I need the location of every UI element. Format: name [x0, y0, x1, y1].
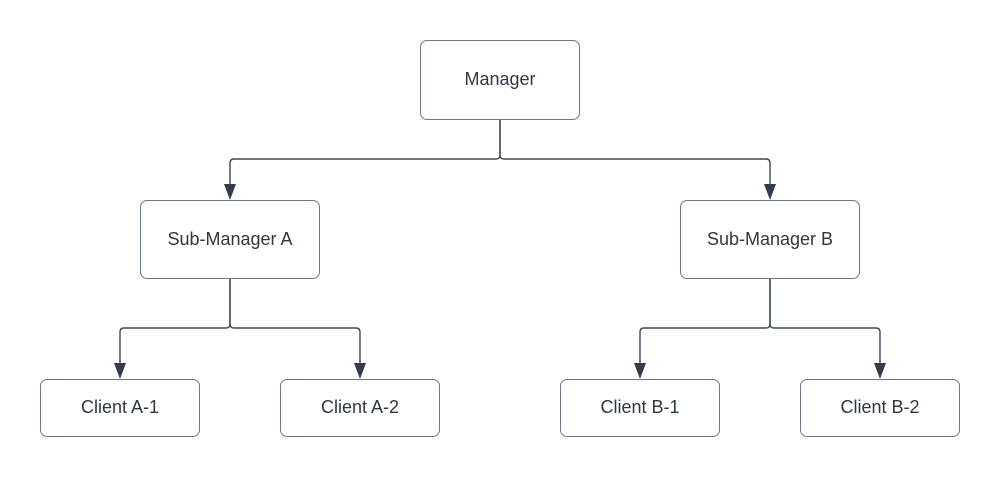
node-label-client-b-1: Client B-1 [600, 397, 680, 418]
edge-sub-manager-b-to-client-b-1 [634, 279, 771, 379]
node-sub-manager-a: Sub-Manager A [140, 200, 320, 279]
node-label-client-a-1: Client A-1 [80, 397, 160, 418]
edge-manager-to-sub-manager-a [224, 120, 501, 200]
node-client-b-2: Client B-2 [800, 379, 960, 437]
edge-sub-manager-a-to-client-a-2 [229, 279, 366, 379]
node-manager: Manager [420, 40, 580, 120]
node-label-client-a-2: Client A-2 [320, 397, 400, 418]
node-label-client-b-2: Client B-2 [840, 397, 920, 418]
edge-sub-manager-b-to-client-b-2 [769, 279, 886, 379]
node-client-a-1: Client A-1 [40, 379, 200, 437]
edge-sub-manager-a-to-client-a-1 [114, 279, 231, 379]
node-label-manager: Manager [464, 69, 536, 90]
node-label-sub-manager-a: Sub-Manager A [167, 228, 293, 249]
node-client-a-2: Client A-2 [280, 379, 440, 437]
node-sub-manager-b: Sub-Manager B [680, 200, 860, 279]
edge-manager-to-sub-manager-b [499, 120, 776, 200]
node-client-b-1: Client B-1 [560, 379, 720, 437]
node-label-sub-manager-b: Sub-Manager B [706, 228, 834, 249]
